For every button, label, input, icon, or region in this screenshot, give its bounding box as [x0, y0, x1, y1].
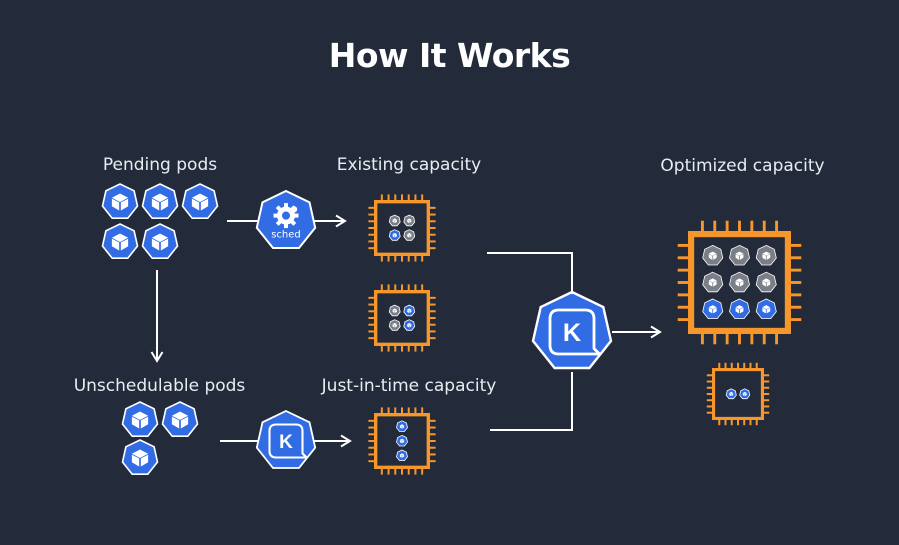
pod-icon	[161, 401, 199, 438]
pod-icon	[755, 244, 777, 266]
unschedulable-pods-label: Unschedulable pods	[73, 376, 246, 396]
karpenter-letter: K	[563, 319, 582, 347]
pod-icon	[388, 319, 401, 331]
pod-icon	[755, 271, 777, 293]
pod-icon	[388, 304, 401, 317]
pending-pods-label: Pending pods	[102, 155, 218, 175]
scheduler-label: sched	[271, 230, 301, 241]
just-in-time-capacity-label: Just-in-time capacity	[321, 376, 497, 396]
pod-icon	[396, 420, 408, 432]
pod-icon	[121, 401, 159, 438]
pod-icon	[755, 298, 777, 320]
pod-icon	[141, 223, 179, 260]
pod-icon	[403, 229, 416, 241]
pod-icon	[729, 244, 750, 266]
pod-icon	[121, 439, 159, 476]
pod-icon	[403, 304, 416, 317]
chip-existing-2	[368, 284, 436, 352]
optimized-capacity-label: Optimized capacity	[660, 156, 825, 176]
merge-connector	[487, 252, 573, 431]
existing-capacity-label: Existing capacity	[336, 155, 482, 175]
pod-icon	[388, 229, 401, 241]
pod-icon	[388, 214, 401, 227]
arrow-to-optimized	[612, 325, 662, 339]
pod-icon	[101, 223, 139, 260]
pod-icon	[396, 449, 408, 462]
pod-icon	[702, 244, 724, 266]
kube-scheduler-icon: sched	[255, 189, 317, 249]
karpenter-letter: K	[279, 432, 293, 453]
pod-icon	[403, 214, 416, 227]
pod-icon	[101, 183, 139, 220]
karpenter-icon-main: K	[531, 290, 613, 370]
chip-existing-1	[368, 194, 436, 262]
pod-icon	[181, 183, 219, 220]
pod-icon	[725, 388, 737, 400]
pod-icon	[141, 183, 179, 220]
pod-icon	[396, 434, 408, 447]
chip-optimized-small	[706, 362, 770, 426]
pod-icon	[403, 319, 416, 331]
pod-icon	[702, 271, 724, 293]
pod-icon	[702, 298, 724, 320]
arrow-pending-to-unschedulable	[150, 270, 164, 363]
pod-icon	[729, 298, 750, 320]
page-title: How It Works	[328, 36, 571, 75]
pod-icon	[739, 388, 751, 400]
karpenter-icon: K	[255, 410, 317, 469]
chip-just-in-time	[368, 407, 436, 475]
pod-icon	[729, 271, 750, 293]
chip-optimized-large	[677, 220, 802, 345]
